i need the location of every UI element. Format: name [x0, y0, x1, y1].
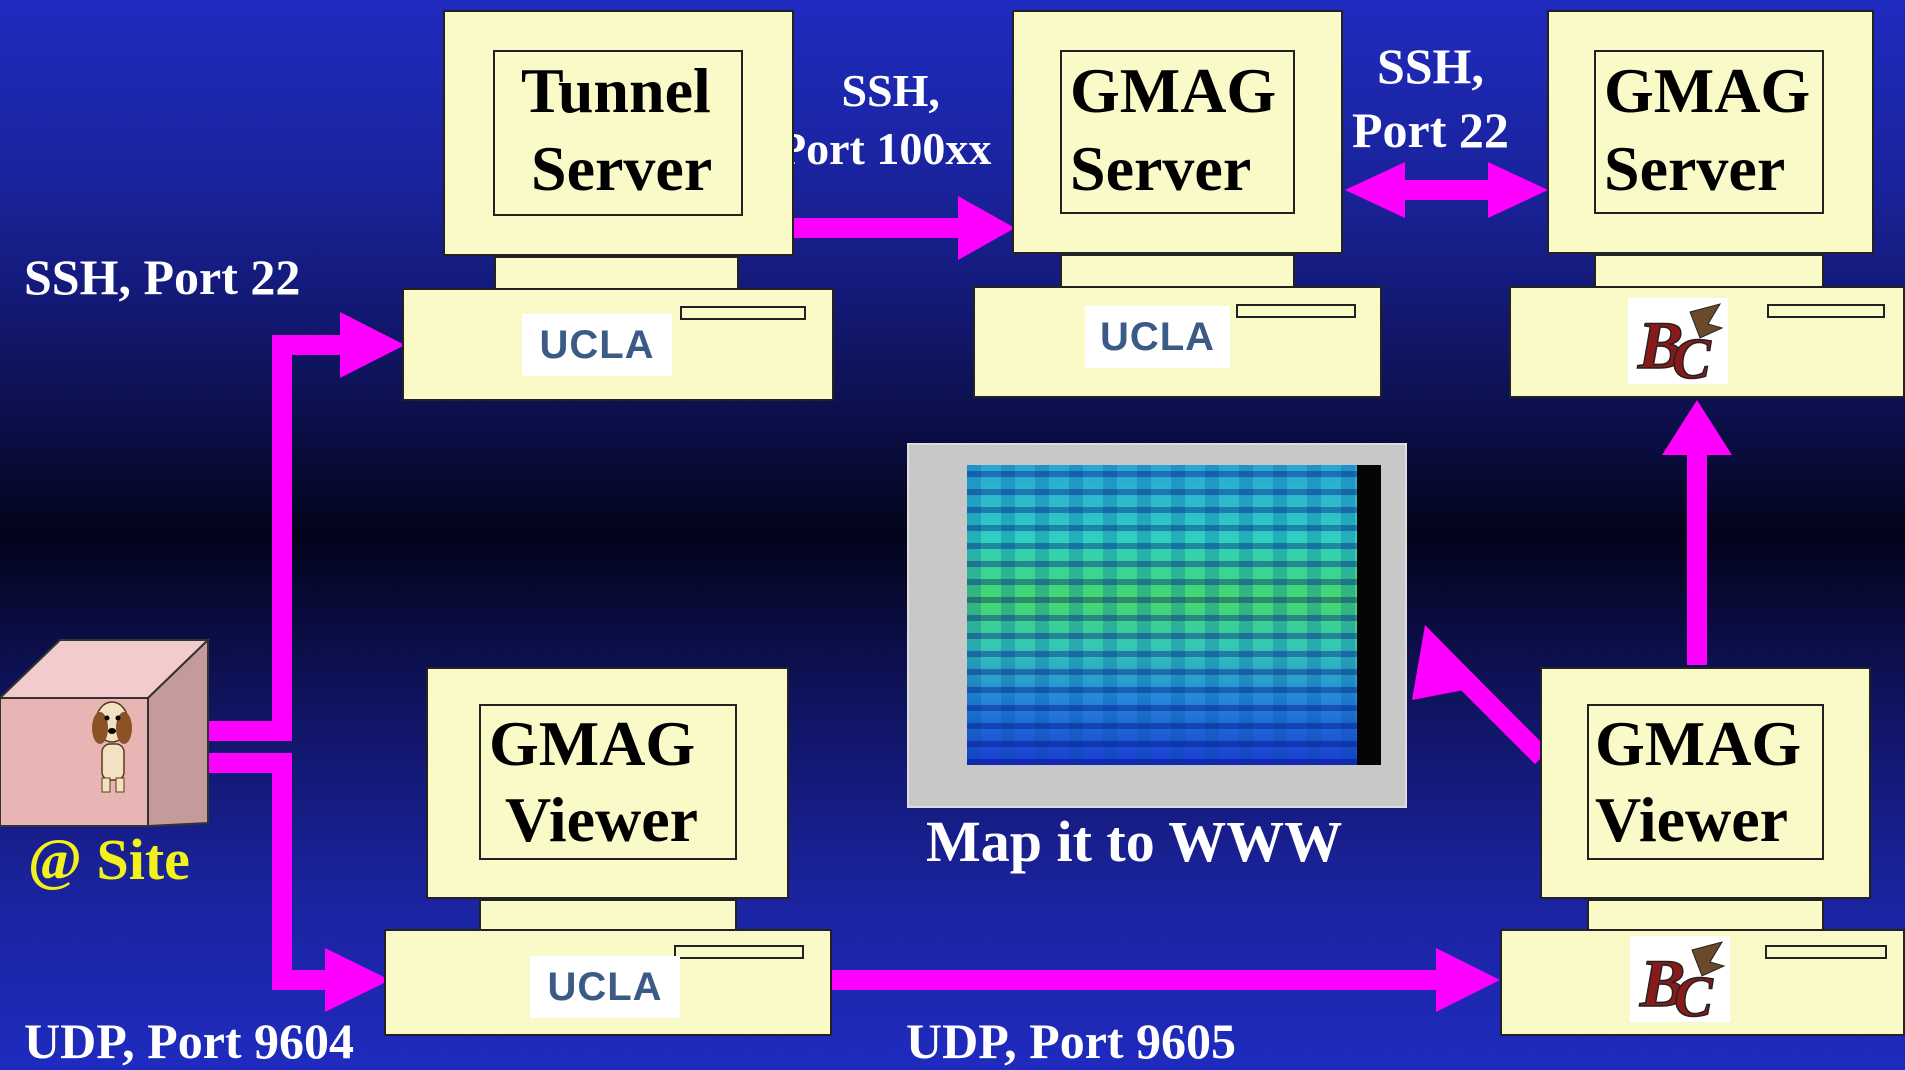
screen-line-2: Viewer: [505, 784, 699, 855]
arrowhead-gmag-left: [1345, 162, 1405, 218]
arrow-site-to-viewer-line: [165, 753, 325, 990]
screen-line-1: GMAG: [1070, 55, 1277, 126]
monitor-stand: [479, 899, 737, 931]
screen-line-1: GMAG: [1604, 55, 1811, 126]
screen-line-2: Server: [1604, 133, 1786, 204]
svg-text:B: B: [1639, 945, 1685, 1021]
beagle-dog-icon: [92, 701, 132, 793]
label-ssh-port-22-top: SSH, Port 22: [1352, 34, 1509, 162]
screen-line-1: GMAG: [489, 708, 696, 779]
drive-slot: [1767, 304, 1885, 318]
drive-slot: [1236, 304, 1356, 318]
screen: GMAG Viewer: [479, 704, 737, 860]
label-map-to-www: Map it to WWW: [926, 809, 1343, 874]
arrowhead-viewer-ucla: [325, 948, 390, 1012]
drive-slot: [680, 306, 806, 320]
screen: GMAG Viewer: [1587, 704, 1824, 860]
screen-line-2: Server: [531, 133, 713, 204]
arrowhead-gmag-right: [1488, 162, 1548, 218]
label-ssh-top: SSH,: [1376, 38, 1484, 94]
screen-line-1: Tunnel: [521, 55, 711, 126]
screen-line-2: Viewer: [1595, 784, 1789, 855]
screen-line-2: Server: [1070, 133, 1252, 204]
label-site: @ Site: [28, 827, 190, 892]
screen-line-1: GMAG: [1595, 708, 1802, 779]
arrowhead-map: [1412, 625, 1485, 700]
svg-text:B: B: [1637, 307, 1683, 383]
arrowhead-bc-server: [1662, 400, 1732, 455]
label-ssh-port-22-left: SSH, Port 22: [24, 249, 301, 305]
label-udp-9605: UDP, Port 9605: [906, 1013, 1237, 1069]
bc-eagle-logo: B C: [1628, 298, 1728, 384]
ucla-logo: UCLA: [522, 314, 672, 376]
spectrogram-image: [907, 443, 1407, 808]
monitor-stand: [1060, 254, 1295, 288]
bc-eagle-logo: B C: [1630, 936, 1730, 1022]
drive-slot: [1765, 945, 1887, 959]
arrow-site-to-tunnel-line: [165, 335, 340, 741]
ucla-logo: UCLA: [1085, 306, 1230, 368]
screen: GMAG Server: [1060, 50, 1295, 214]
arrowhead-gmag-ucla: [958, 196, 1015, 260]
label-port-100xx: Port 100xx: [778, 123, 992, 174]
label-ssh-port-100xx: SSH, Port 100xx: [778, 62, 991, 178]
label-udp-9604: UDP, Port 9604: [24, 1013, 355, 1069]
label-port-22-top: Port 22: [1352, 102, 1509, 158]
monitor-stand: [1594, 254, 1824, 288]
spectrogram-dark-band: [1357, 465, 1381, 765]
label-ssh: SSH,: [841, 65, 940, 116]
monitor-stand: [1587, 899, 1824, 931]
arrowhead-viewer-bc: [1436, 948, 1500, 1012]
arrowhead-tunnel: [340, 312, 405, 378]
ucla-logo: UCLA: [530, 956, 680, 1018]
screen: Tunnel Server: [493, 50, 743, 216]
screen: GMAG Server: [1594, 50, 1824, 214]
drive-slot: [674, 945, 804, 959]
monitor-stand: [494, 256, 739, 290]
spectrogram-plot: [967, 465, 1357, 765]
